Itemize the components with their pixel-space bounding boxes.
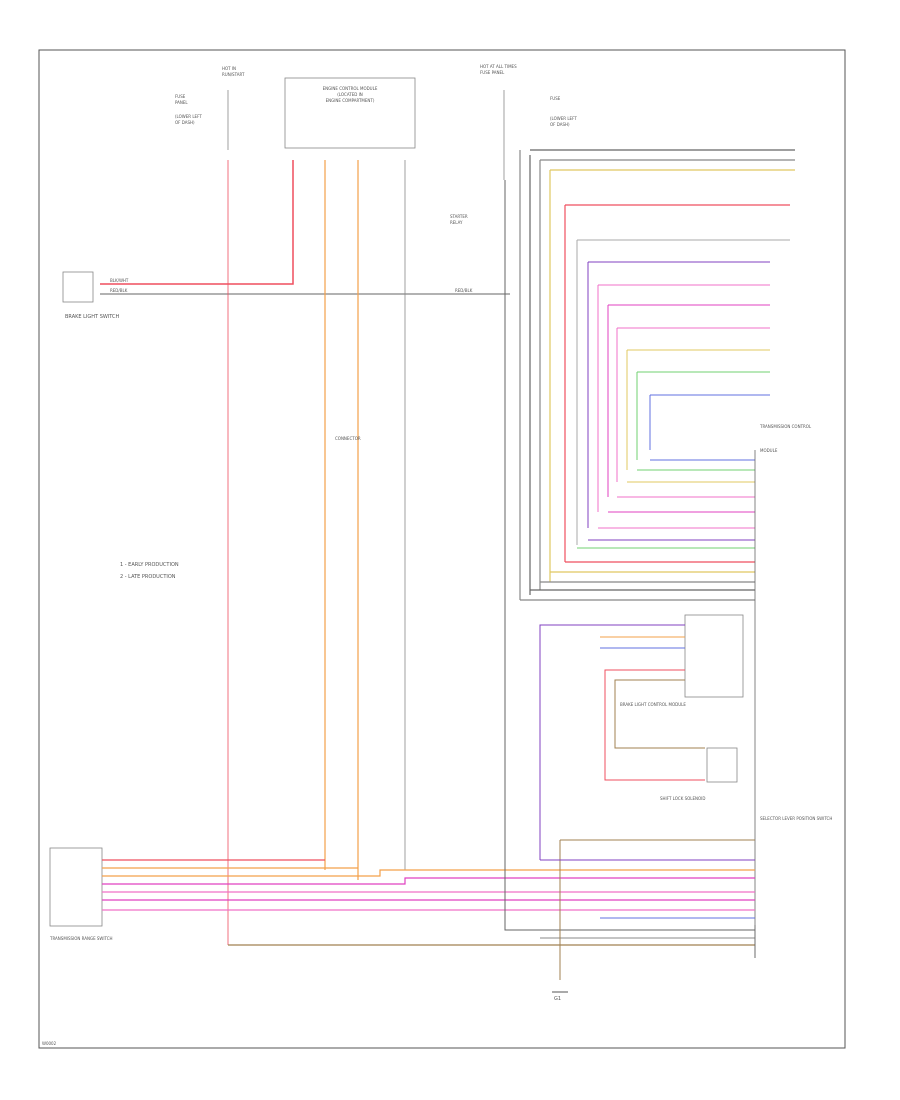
svg-text:FUSE: FUSE: [175, 94, 186, 99]
svg-text:CONNECTOR: CONNECTOR: [335, 436, 361, 441]
svg-text:(LOWER LEFT: (LOWER LEFT: [550, 116, 577, 121]
svg-text:FUSE: FUSE: [550, 96, 561, 101]
brake-light-control-box: [684, 614, 744, 698]
svg-text:BLK/WHT: BLK/WHT: [110, 278, 129, 283]
diagram-frame: [38, 49, 846, 1049]
svg-text:TRANSMISSION CONTROL: TRANSMISSION CONTROL: [759, 424, 812, 429]
svg-text:STARTER: STARTER: [450, 214, 468, 219]
svg-text:RUN/START: RUN/START: [222, 72, 245, 77]
svg-text:ENGINE COMPARTMENT): ENGINE COMPARTMENT): [326, 98, 375, 103]
svg-text:HOT IN: HOT IN: [222, 66, 236, 71]
svg-text:HOT AT ALL TIMES: HOT AT ALL TIMES: [480, 64, 517, 69]
svg-text:MODULE: MODULE: [760, 448, 778, 453]
footer-code: W0002: [42, 1041, 57, 1046]
svg-text:OF DASH): OF DASH): [550, 122, 570, 127]
brake-light-control-label: BRAKE LIGHT CONTROL MODULE: [620, 702, 686, 707]
shift-lock-label: SHIFT LOCK SOLENOID: [660, 796, 705, 801]
brake-switch-label: BRAKE LIGHT SWITCH: [65, 314, 120, 320]
center-module-box: [284, 77, 416, 149]
bottom-harness: [102, 180, 756, 980]
legend-line-2: 2 - LATE PRODUCTION: [120, 574, 176, 580]
svg-text:(LOCATED IN: (LOCATED IN: [337, 92, 363, 97]
svg-text:PANEL: PANEL: [175, 100, 188, 105]
svg-text:RELAY: RELAY: [450, 220, 463, 225]
brake-switch-box: [62, 271, 94, 303]
svg-text:RED/BLK: RED/BLK: [455, 288, 473, 293]
wire-red-brake: [100, 160, 294, 285]
svg-text:(LOWER LEFT: (LOWER LEFT: [175, 114, 202, 119]
svg-text:ENGINE CONTROL MODULE: ENGINE CONTROL MODULE: [323, 86, 378, 91]
wire-violet-loop: [539, 624, 685, 860]
svg-text:RED/BLK: RED/BLK: [110, 288, 128, 293]
svg-text:OF DASH): OF DASH): [175, 120, 195, 125]
svg-text:FUSE PANEL: FUSE PANEL: [480, 70, 505, 75]
shift-lock-box: [706, 747, 738, 783]
selector-lever-label: SELECTOR LEVER POSITION SWITCH: [760, 816, 832, 821]
connector-rows: [520, 459, 755, 601]
legend-line-1: 1 - EARLY PRODUCTION: [120, 562, 179, 568]
wire-red-loop: [604, 669, 705, 781]
transmission-switch-label: TRANSMISSION RANGE SWITCH: [49, 936, 113, 941]
wire-brown-loop: [614, 679, 705, 749]
ground-label: G1: [554, 996, 561, 1002]
transmission-switch-box: [49, 847, 103, 927]
